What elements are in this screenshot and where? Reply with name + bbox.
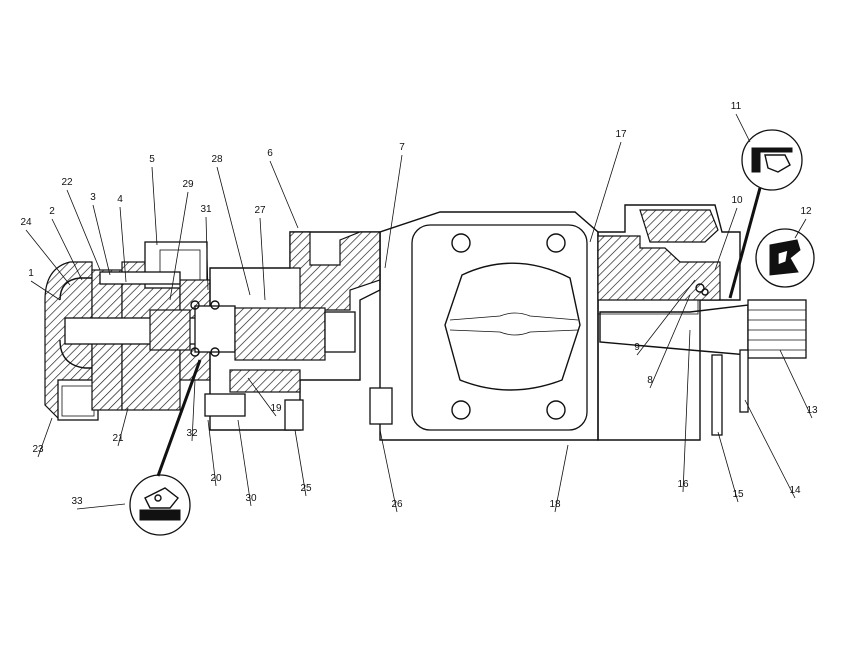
callout-leader-14 bbox=[744, 399, 796, 499]
seal-11-pointer bbox=[728, 187, 762, 299]
callout-label-33: 33 bbox=[71, 496, 83, 507]
callout-label-5: 5 bbox=[149, 154, 155, 165]
callout-label-11: 11 bbox=[731, 101, 742, 112]
callout-label-1: 1 bbox=[28, 268, 34, 279]
rear-section bbox=[597, 204, 741, 441]
callout-label-7: 7 bbox=[399, 142, 405, 153]
callout-leader-19 bbox=[247, 377, 277, 417]
main-body bbox=[369, 211, 599, 441]
callout-leader-10 bbox=[714, 207, 738, 271]
callout-label-32: 32 bbox=[186, 428, 198, 439]
callout-leader-29 bbox=[169, 191, 189, 301]
callout-leader-9 bbox=[636, 279, 696, 356]
callout-leader-1 bbox=[30, 280, 61, 301]
callout-label-12: 12 bbox=[800, 206, 812, 217]
callout-label-17: 17 bbox=[615, 129, 627, 140]
callout-label-13: 13 bbox=[806, 405, 818, 416]
seal-detail-33 bbox=[129, 474, 191, 536]
callout-leader-8 bbox=[649, 294, 691, 389]
callout-leader-33 bbox=[76, 503, 126, 510]
callout-label-23: 23 bbox=[32, 444, 44, 455]
seal-detail-12 bbox=[755, 228, 815, 288]
callout-label-21: 21 bbox=[112, 433, 124, 444]
callout-leader-32 bbox=[191, 379, 196, 442]
callout-label-31: 31 bbox=[200, 204, 212, 215]
callout-leader-25 bbox=[294, 429, 307, 497]
callout-label-28: 28 bbox=[211, 154, 223, 165]
callout-label-25: 25 bbox=[300, 483, 312, 494]
callout-leader-31 bbox=[205, 216, 209, 291]
callout-label-29: 29 bbox=[182, 179, 194, 190]
callout-leader-30 bbox=[237, 419, 252, 507]
callout-leader-5 bbox=[151, 166, 158, 246]
seal-detail-11 bbox=[741, 129, 803, 191]
callout-label-3: 3 bbox=[90, 192, 96, 203]
callout-leader-17 bbox=[589, 141, 622, 243]
callout-label-24: 24 bbox=[20, 217, 32, 228]
middle-housing bbox=[204, 231, 381, 431]
callout-label-19: 19 bbox=[270, 403, 282, 414]
callout-leader-4 bbox=[119, 206, 127, 283]
callout-label-4: 4 bbox=[117, 194, 123, 205]
callout-label-2: 2 bbox=[49, 206, 55, 217]
callout-leader-24 bbox=[25, 229, 71, 286]
callout-leader-15 bbox=[717, 431, 739, 503]
callout-label-14: 14 bbox=[789, 485, 801, 496]
callout-leader-7 bbox=[384, 154, 403, 269]
callout-label-18: 18 bbox=[549, 499, 561, 510]
callout-leader-21 bbox=[117, 407, 129, 447]
callout-label-15: 15 bbox=[732, 489, 744, 500]
callout-leader-22 bbox=[66, 189, 101, 271]
seal-33-pointer bbox=[156, 359, 202, 477]
bearing-details bbox=[190, 283, 709, 357]
input-shaft bbox=[64, 299, 807, 436]
callout-label-30: 30 bbox=[245, 493, 257, 504]
callout-leader-11 bbox=[735, 113, 751, 143]
callout-leader-12 bbox=[794, 218, 807, 239]
callout-leader-27 bbox=[259, 217, 266, 301]
callout-leader-20 bbox=[207, 419, 217, 487]
callout-label-10: 10 bbox=[731, 195, 743, 206]
callout-label-16: 16 bbox=[677, 479, 689, 490]
callout-leader-18 bbox=[554, 444, 569, 513]
callout-leader-2 bbox=[51, 218, 83, 281]
callout-leader-28 bbox=[216, 166, 251, 296]
callout-leader-6 bbox=[269, 160, 299, 229]
callout-label-9: 9 bbox=[634, 342, 640, 353]
callout-label-20: 20 bbox=[210, 473, 222, 484]
callout-label-6: 6 bbox=[267, 148, 273, 159]
callout-label-26: 26 bbox=[391, 499, 403, 510]
callout-label-8: 8 bbox=[647, 375, 653, 386]
callout-leader-13 bbox=[779, 349, 813, 419]
callout-leader-23 bbox=[37, 417, 53, 458]
callout-label-27: 27 bbox=[254, 205, 266, 216]
callout-label-22: 22 bbox=[61, 177, 73, 188]
callout-leader-26 bbox=[379, 429, 398, 513]
callout-leader-16 bbox=[682, 329, 691, 493]
callout-leader-3 bbox=[92, 204, 111, 276]
